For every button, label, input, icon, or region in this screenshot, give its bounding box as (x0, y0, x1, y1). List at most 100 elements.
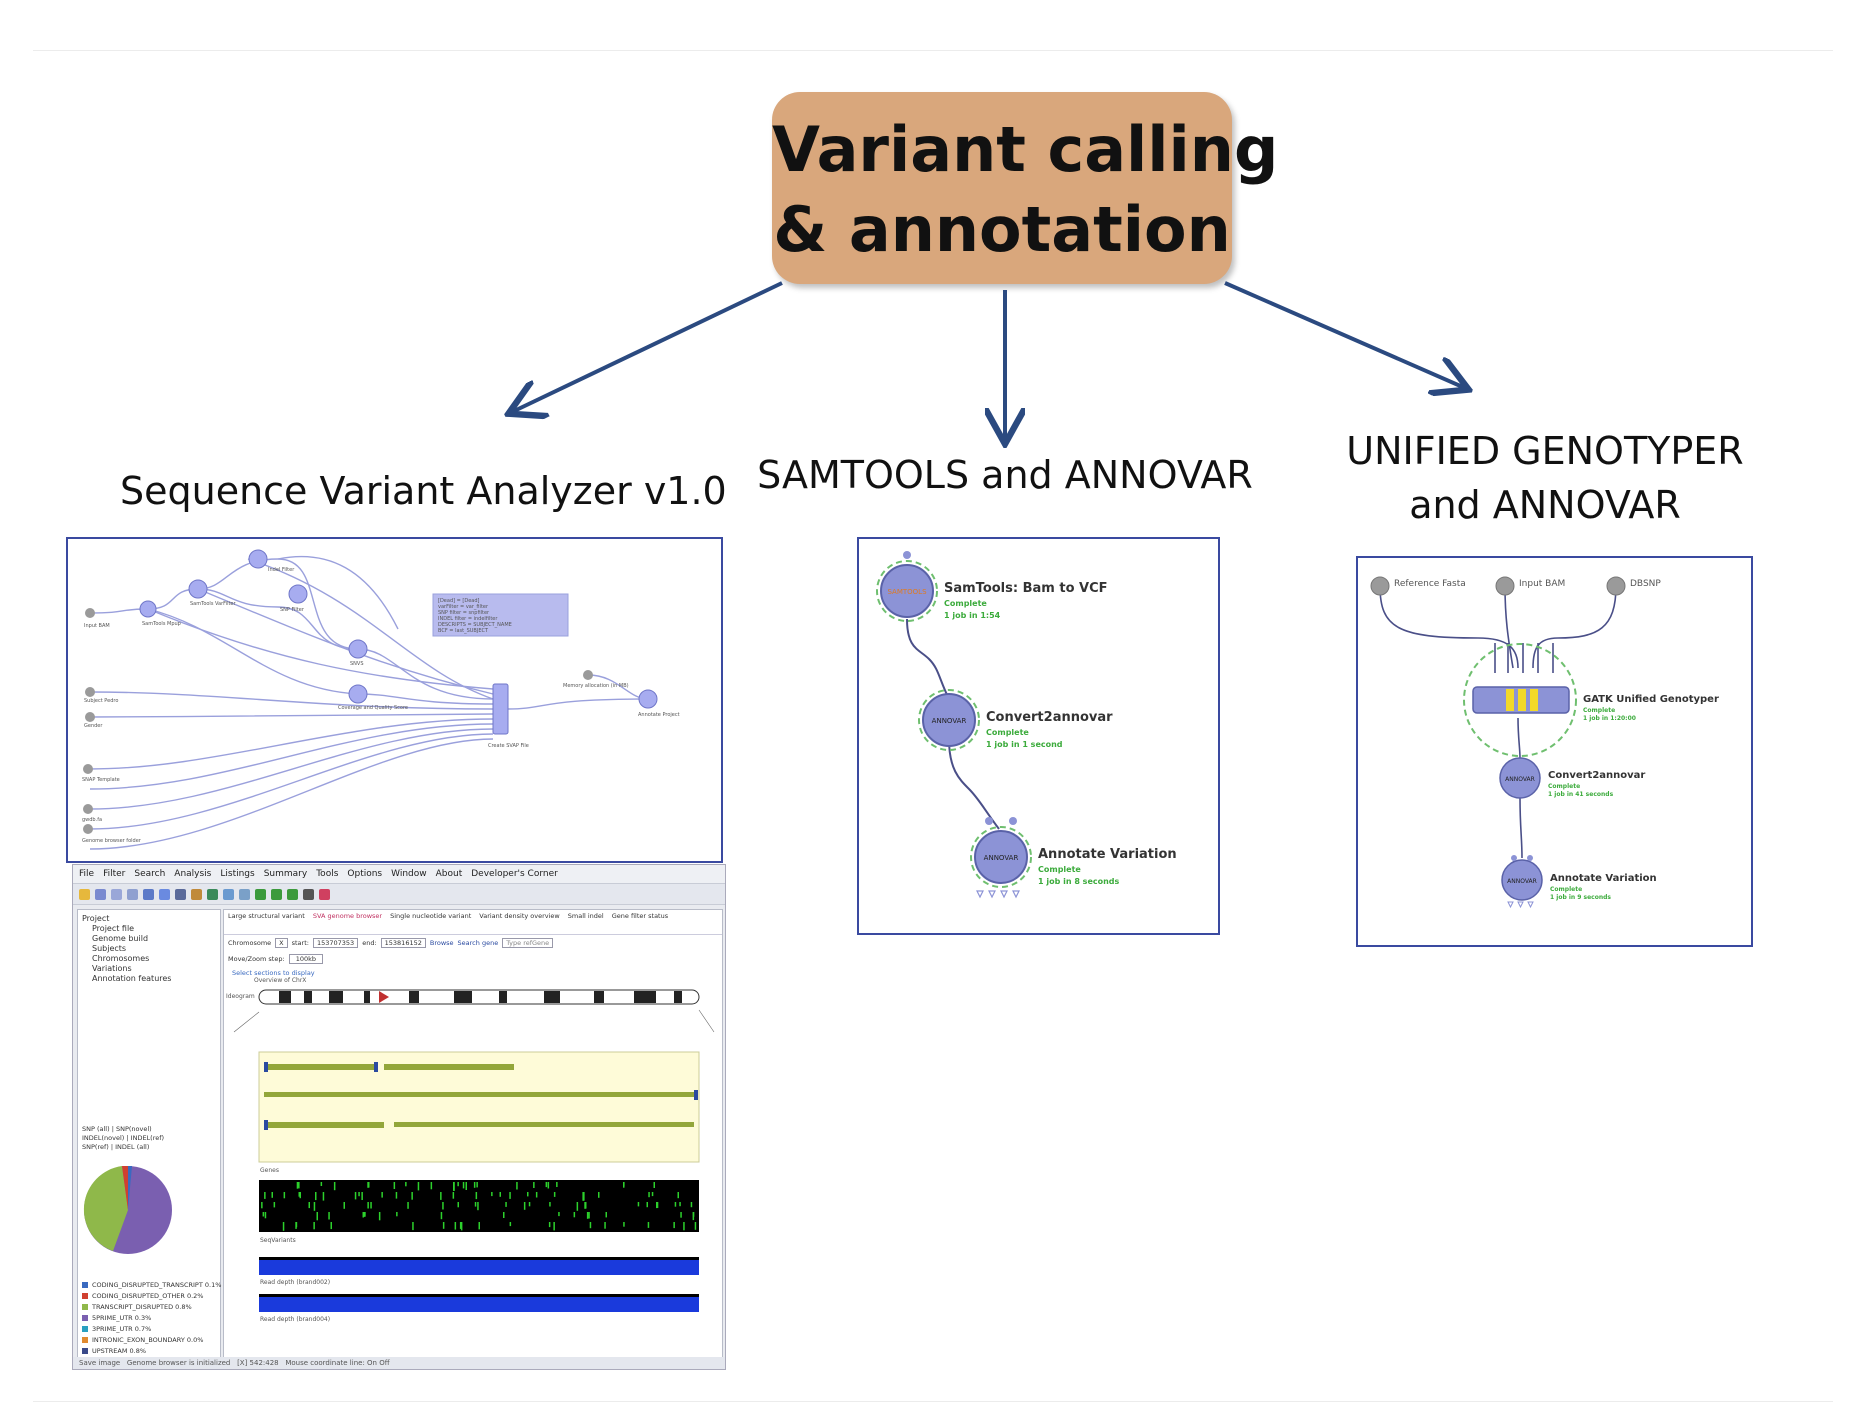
tree-annotation-features[interactable]: Annotation features (92, 974, 172, 983)
pie-tab-snp-novel[interactable]: SNP(novel) (115, 1125, 152, 1133)
filter-icon[interactable] (143, 888, 154, 900)
menu-tools[interactable]: Tools (316, 869, 339, 879)
snv-mark (491, 1192, 493, 1197)
legend-label: CODING_DISRUPTED_TRANSCRIPT 0.1% (92, 1281, 222, 1289)
end-input[interactable]: 153816152 (380, 938, 426, 948)
snv-mark (556, 1182, 558, 1187)
tab-sva-genome-browser[interactable]: SVA genome browser (312, 912, 383, 920)
node-samtools-varfilter: SamTools VarFilter (190, 601, 236, 607)
copy-icon[interactable] (111, 888, 122, 900)
pie-tab-indel-ref[interactable]: INDEL(ref) (130, 1134, 165, 1142)
pie-tab-indel-novel[interactable]: INDEL(novel) (82, 1134, 125, 1142)
snv-mark (647, 1222, 650, 1228)
snv-mark (605, 1212, 607, 1218)
node-subject-pedro: Subject Pedro (84, 698, 118, 704)
tree-project-file[interactable]: Project file (92, 924, 135, 933)
app-menubar: File Filter Search Analysis Listings Sum… (73, 865, 725, 884)
legend-item: 5PRIME_UTR 0.3% (78, 1313, 218, 1324)
search-gene-input[interactable]: Type refGene (502, 938, 554, 948)
status-coords: [X] 542:428 (237, 1359, 279, 1367)
table-icon[interactable] (239, 888, 250, 900)
menu-analysis[interactable]: Analysis (174, 869, 212, 879)
tree-chromosomes[interactable]: Chromosomes (92, 954, 150, 963)
tab-variant-density[interactable]: Variant density overview (479, 912, 560, 920)
track-depth2-label: Read depth (brand004) (260, 1316, 330, 1323)
node-samtools-mpup: SamTools Mpup (142, 621, 181, 627)
menu-developers-corner[interactable]: Developer's Corner (471, 869, 558, 879)
forward-icon[interactable] (271, 888, 282, 900)
node-gatk-convert-detail: 1 job in 41 seconds (1548, 791, 1614, 798)
select-sections[interactable]: Select sections to display (232, 969, 315, 977)
menu-about[interactable]: About (435, 869, 463, 879)
menu-listings[interactable]: Listings (220, 869, 255, 879)
zoom-select[interactable]: 100kb (288, 954, 323, 964)
tree-genome-build[interactable]: Genome build (92, 934, 149, 943)
title-box: Variant calling & annotation (772, 92, 1278, 284)
browser-controls: Chromosome X start: 153707353 end: 15381… (224, 935, 722, 951)
settings-icon[interactable] (207, 888, 218, 900)
pie-tab-snp-all[interactable]: SNP (all) (82, 1125, 110, 1133)
tab-gene-filter-status[interactable]: Gene filter status (611, 912, 669, 920)
node-create-svap: Create SVAP File (488, 743, 529, 749)
open-icon[interactable] (79, 888, 90, 900)
snv-mark (656, 1202, 659, 1208)
menu-window[interactable]: Window (391, 869, 427, 879)
snv-mark (586, 1212, 589, 1219)
help-icon[interactable] (319, 888, 330, 900)
track-genes-label: Genes (260, 1167, 279, 1174)
back-icon[interactable] (255, 888, 266, 900)
link-icon[interactable] (223, 888, 234, 900)
start-input[interactable]: 153707353 (312, 938, 359, 948)
snv-mark (368, 1182, 370, 1188)
snv-mark (533, 1182, 535, 1188)
refresh-icon[interactable] (287, 888, 298, 900)
snv-mark (528, 1202, 531, 1207)
snv-mark (473, 1182, 476, 1188)
grid-icon[interactable] (127, 888, 138, 900)
tab-large-structural-variant[interactable]: Large structural variant (228, 912, 305, 920)
tree-project[interactable]: Project (82, 914, 110, 923)
snv-mark (273, 1202, 276, 1208)
snv-mark (475, 1192, 478, 1200)
convert2annovar-icon-label: ANNOVAR (932, 717, 967, 725)
snv-mark (283, 1192, 286, 1199)
menu-options[interactable]: Options (347, 869, 383, 879)
title-line-2: & annotation (773, 193, 1231, 266)
browse-button[interactable]: Browse (429, 939, 454, 947)
save-icon[interactable] (95, 888, 106, 900)
tree-variations[interactable]: Variations (92, 964, 132, 973)
snv-mark (299, 1192, 301, 1199)
chart-icon[interactable] (159, 888, 170, 900)
menu-filter[interactable]: Filter (103, 869, 126, 879)
tab-small-indel[interactable]: Small indel (567, 912, 604, 920)
pie-tab-indel-all[interactable]: INDEL (all) (115, 1143, 150, 1151)
status-off[interactable]: Off (379, 1359, 390, 1367)
snv-mark (545, 1182, 548, 1188)
tools-icon[interactable] (191, 888, 202, 900)
status-on[interactable]: On (367, 1359, 377, 1367)
status-save-image[interactable]: Save image (79, 1359, 121, 1367)
snv-mark (262, 1212, 265, 1217)
menu-search[interactable]: Search (134, 869, 166, 879)
label-unified-genotyper-line2: and ANNOVAR (1409, 483, 1681, 527)
tree-subjects[interactable]: Subjects (92, 944, 127, 953)
search-gene-button[interactable]: Search gene (457, 939, 499, 947)
pie-tab-snp-ref[interactable]: SNP(ref) (82, 1143, 109, 1151)
stop-icon[interactable] (303, 888, 314, 900)
snv-mark (585, 1202, 587, 1209)
node-snp-filter: SNP Filter (280, 607, 305, 613)
legend-label: 5PRIME_UTR 0.3% (92, 1314, 152, 1322)
search-icon[interactable] (175, 888, 186, 900)
chromosome-select[interactable]: X (275, 938, 288, 948)
snv-mark (381, 1192, 383, 1198)
snv-mark (677, 1192, 679, 1199)
app-toolbar (73, 884, 725, 905)
menu-file[interactable]: File (79, 869, 95, 879)
tab-single-nucleotide-variant[interactable]: Single nucleotide variant (390, 912, 472, 920)
snv-mark (673, 1222, 675, 1229)
snv-mark (547, 1182, 550, 1189)
snv-mark (499, 1192, 501, 1197)
snv-mark (440, 1212, 443, 1220)
menu-summary[interactable]: Summary (263, 869, 308, 879)
